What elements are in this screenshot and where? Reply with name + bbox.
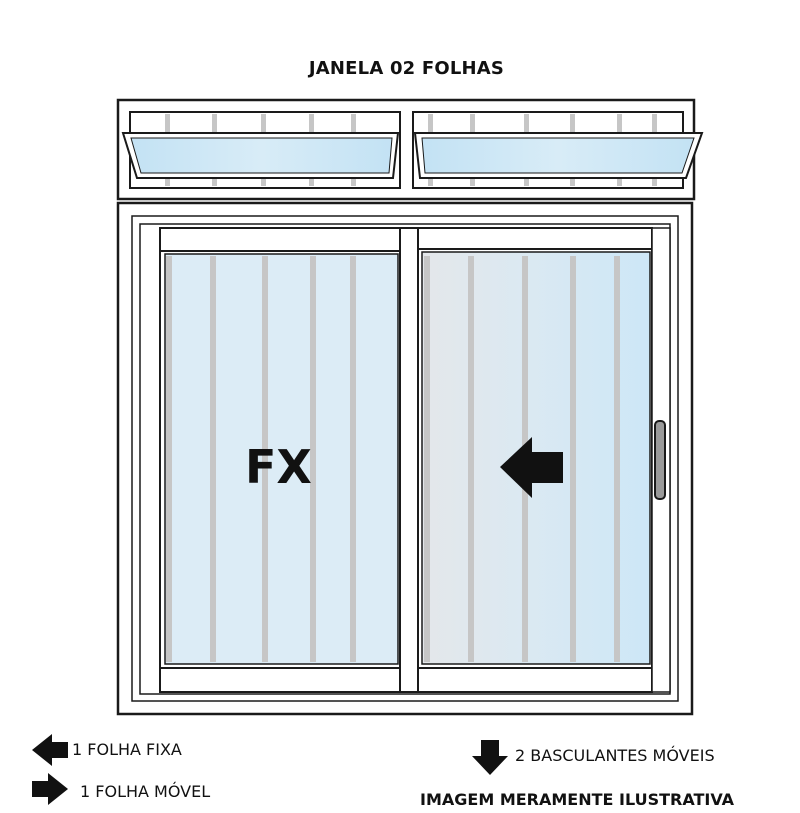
sliding-direction-arrow-icon [500, 437, 563, 498]
legend-arrow-left-icon [32, 734, 68, 766]
legend-arrow-right-icon [32, 773, 68, 805]
legend-tilting-text: 2 BASCULANTES MÓVEIS [515, 746, 715, 765]
tilting-pane-right [412, 111, 704, 189]
transom-section [116, 98, 704, 201]
fixed-pane [159, 227, 401, 693]
sliding-window [116, 201, 694, 716]
illustrative-note: IMAGEM MERAMENTE ILUSTRATIVA [420, 790, 735, 809]
sash-handle [654, 420, 666, 500]
fixed-pane-label: FX [245, 440, 312, 494]
center-mullion [399, 227, 419, 693]
tilting-pane-left [121, 111, 401, 189]
legend-arrow-down-icon [472, 740, 508, 775]
diagram-title: JANELA 02 FOLHAS [308, 58, 505, 79]
legend-fixed-text: 1 FOLHA FIXA [72, 740, 182, 759]
legend-mobile-text: 1 FOLHA MÓVEL [80, 782, 211, 801]
